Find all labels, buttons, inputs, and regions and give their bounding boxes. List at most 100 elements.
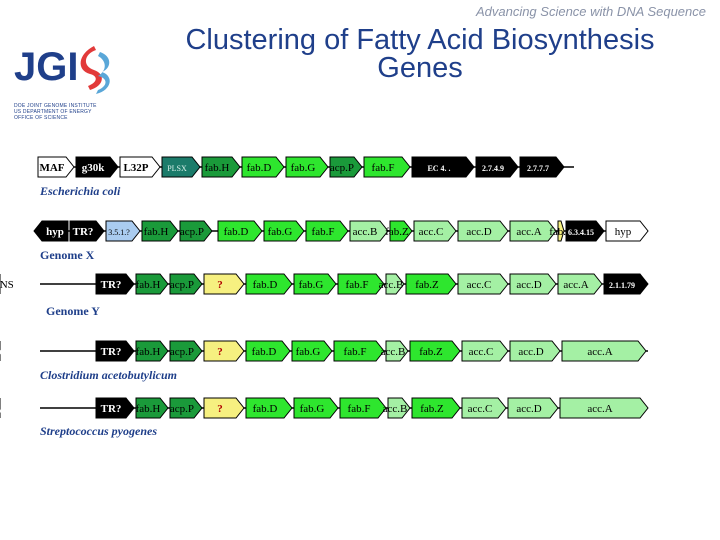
gene-label: g30k <box>82 162 106 174</box>
gene-arrow <box>387 397 411 419</box>
gene-arrow <box>245 340 291 362</box>
gene-label: acc.B <box>383 403 408 415</box>
gene-label: ? <box>217 403 223 415</box>
gene-label: fab.Z <box>415 279 439 291</box>
gene-label: fab.H <box>205 162 230 174</box>
gene-arrow <box>203 273 245 295</box>
gene-arrow <box>305 220 349 242</box>
gene-label: acc.D <box>516 279 541 291</box>
gene-label: fab.G <box>291 162 316 174</box>
gene-label: fab.F <box>344 346 367 358</box>
gene-label: acp.P <box>170 346 194 358</box>
gene-label: TR? <box>101 279 122 291</box>
gene-arrow <box>457 273 509 295</box>
gene-arrow <box>557 220 565 242</box>
gene-arrow <box>169 340 203 362</box>
gene-label: 2.1.1.79 <box>609 281 635 290</box>
gene-label: acp.P <box>180 226 204 238</box>
org-line-3: OFFICE OF SCIENCE <box>14 115 68 121</box>
gene-label: fab.F <box>346 279 369 291</box>
org-line-2: US DEPARTMENT OF ENERGY <box>14 109 92 115</box>
gene-arrow <box>457 220 509 242</box>
gene-arrow <box>291 340 333 362</box>
gene-arrow <box>603 273 649 295</box>
gene-arrow <box>405 273 457 295</box>
gene-label: MAF <box>39 162 64 174</box>
genome-name-label: Genome Y <box>46 304 100 318</box>
genome-name-label: Streptococcus pyogenes <box>40 424 157 438</box>
gene-arrow <box>363 156 411 178</box>
gene-label: 5.99.1.2 <box>0 348 13 357</box>
gene-arrow <box>385 340 409 362</box>
gene-arrow <box>169 273 203 295</box>
gene-label: fab.G <box>268 226 293 238</box>
gene-label: fab.F <box>348 403 371 415</box>
gene-arrow <box>461 340 509 362</box>
gene-arrow <box>119 156 161 178</box>
gene-arrow <box>203 340 245 362</box>
gene-label: fab.I <box>549 226 570 238</box>
gene-label: fab.G <box>300 403 325 415</box>
gene-label: acc.A <box>587 403 612 415</box>
gene-arrow <box>203 397 245 419</box>
gene-arrow <box>475 156 519 178</box>
gene-arrow <box>411 156 475 178</box>
gene-label: fab.G <box>299 279 324 291</box>
gene-label: hyp <box>46 226 64 238</box>
gene-label: ? <box>217 279 223 291</box>
gene-arrow <box>95 273 135 295</box>
gene-arrow <box>293 273 337 295</box>
gene-label: fab.H <box>136 346 161 358</box>
gene-arrow <box>161 156 201 178</box>
gene-label: 6.3.4.15 <box>568 228 594 237</box>
gene-arrow <box>559 397 649 419</box>
logo-text: JGI <box>14 45 78 89</box>
gene-label: acp.P <box>170 403 194 415</box>
title-line-1: Clustering of Fatty Acid Biosynthesis <box>185 24 655 56</box>
gene-label: acc.C <box>469 346 494 358</box>
gene-arrow <box>245 397 293 419</box>
gene-arrow <box>409 340 461 362</box>
gene-label: fab.D <box>252 346 277 358</box>
gene-label: fab.H <box>136 279 161 291</box>
gene-arrow <box>389 220 413 242</box>
gene-label: fab.D <box>247 162 272 174</box>
gene-label: EC 4. . <box>427 164 450 173</box>
gene-label: acc.B <box>379 279 404 291</box>
jgi-logo: JGI <box>14 45 110 94</box>
gene-label: TR? <box>101 403 122 415</box>
gene-label: acc.C <box>468 403 493 415</box>
tagline: Advancing Science with DNA Sequence <box>475 4 706 19</box>
gene-arrow <box>33 220 69 242</box>
gene-arrow <box>385 273 405 295</box>
gene-label: TR? <box>101 346 122 358</box>
gene-arrow <box>333 340 385 362</box>
gene-arrow <box>461 397 507 419</box>
gene-arrow <box>285 156 329 178</box>
gene-label: acc.D <box>518 346 543 358</box>
gene-label: acp.P <box>330 162 354 174</box>
gene-label: TR? <box>73 226 94 238</box>
gene-arrow <box>605 220 649 242</box>
gene-arrow <box>75 156 119 178</box>
logo-swoosh-icon <box>80 46 102 90</box>
gene-arrow <box>201 156 241 178</box>
gene-label: 2.7.7.7 <box>527 164 549 173</box>
gene-label: fab.F <box>312 226 335 238</box>
gene-label: fab.D <box>253 279 278 291</box>
gene-arrow <box>329 156 363 178</box>
gene-arrow <box>179 220 213 242</box>
gene-arrow <box>565 220 605 242</box>
gene-label: fab.H <box>136 403 161 415</box>
genome-name-label: Escherichia coli <box>40 184 121 198</box>
gene-arrow <box>105 220 141 242</box>
gene-arrow <box>509 273 557 295</box>
gene-label: fab.Z <box>419 346 443 358</box>
gene-label: acc.C <box>419 226 444 238</box>
gene-label: hyp <box>0 403 9 415</box>
gene-label: acc.B <box>381 346 406 358</box>
gene-arrow <box>561 340 647 362</box>
gene-arrow <box>413 220 457 242</box>
